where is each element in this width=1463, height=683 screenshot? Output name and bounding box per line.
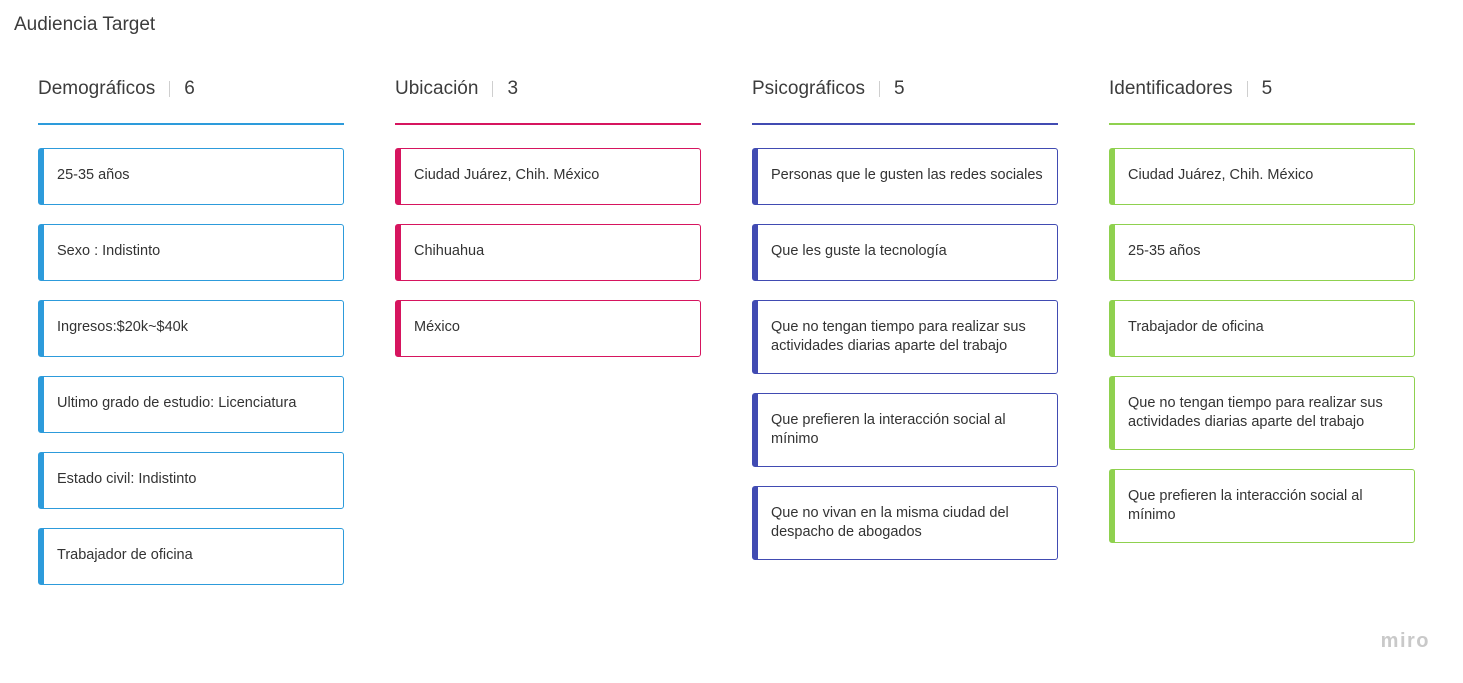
column-identificadores: Identificadores 5 Ciudad Juárez, Chih. M…: [1109, 76, 1415, 562]
column-count: 6: [184, 78, 195, 99]
column-separator: [169, 81, 171, 97]
card-list: Ciudad Juárez, Chih. México 25-35 años T…: [1109, 148, 1415, 543]
card[interactable]: Que no tengan tiempo para realizar sus a…: [752, 300, 1058, 374]
card[interactable]: Trabajador de oficina: [38, 528, 344, 585]
card[interactable]: Ultimo grado de estudio: Licenciatura: [38, 376, 344, 433]
card[interactable]: Trabajador de oficina: [1109, 300, 1415, 357]
column-separator: [492, 81, 494, 97]
column-psicograficos: Psicográficos 5 Personas que le gusten l…: [752, 76, 1058, 579]
card[interactable]: Ingresos:$20k~$40k: [38, 300, 344, 357]
column-count: 5: [894, 78, 905, 99]
column-header[interactable]: Psicográficos 5: [752, 76, 1058, 102]
board-title: Audiencia Target: [14, 14, 156, 35]
card[interactable]: Que les guste la tecnología: [752, 224, 1058, 281]
column-title: Psicográficos: [752, 78, 865, 99]
card[interactable]: Personas que le gusten las redes sociale…: [752, 148, 1058, 205]
card[interactable]: 25-35 años: [1109, 224, 1415, 281]
column-header[interactable]: Identificadores 5: [1109, 76, 1415, 102]
card[interactable]: Chihuahua: [395, 224, 701, 281]
column-count: 3: [507, 78, 519, 99]
card[interactable]: México: [395, 300, 701, 357]
column-header[interactable]: Ubicación 3: [395, 76, 701, 102]
column-title: Ubicación: [395, 78, 479, 99]
column-demograficos: Demográficos 6 25-35 años Sexo : Indisti…: [38, 76, 344, 604]
card-list: Personas que le gusten las redes sociale…: [752, 148, 1058, 560]
column-separator: [1246, 81, 1248, 97]
column-title: Demográficos: [38, 78, 156, 99]
column-rule: [395, 123, 701, 125]
card[interactable]: Sexo : Indistinto: [38, 224, 344, 281]
card[interactable]: Que prefieren la interacción social al m…: [752, 393, 1058, 467]
column-count: 5: [1261, 78, 1273, 99]
card-list: 25-35 años Sexo : Indistinto Ingresos:$2…: [38, 148, 344, 585]
column-rule: [38, 123, 344, 125]
miro-logo: miro: [1380, 630, 1430, 652]
column-title: Identificadores: [1109, 78, 1233, 99]
column-separator: [879, 81, 880, 97]
column-header[interactable]: Demográficos 6: [38, 76, 344, 102]
card[interactable]: Ciudad Juárez, Chih. México: [1109, 148, 1415, 205]
card-list: Ciudad Juárez, Chih. México Chihuahua Mé…: [395, 148, 701, 357]
card[interactable]: 25-35 años: [38, 148, 344, 205]
card[interactable]: Estado civil: Indistinto: [38, 452, 344, 509]
card[interactable]: Que prefieren la interacción social al m…: [1109, 469, 1415, 543]
card[interactable]: Ciudad Juárez, Chih. México: [395, 148, 701, 205]
card[interactable]: Que no tengan tiempo para realizar sus a…: [1109, 376, 1415, 450]
column-rule: [1109, 123, 1415, 125]
column-rule: [752, 123, 1058, 125]
column-ubicacion: Ubicación 3 Ciudad Juárez, Chih. México …: [395, 76, 701, 376]
card[interactable]: Que no vivan en la misma ciudad del desp…: [752, 486, 1058, 560]
